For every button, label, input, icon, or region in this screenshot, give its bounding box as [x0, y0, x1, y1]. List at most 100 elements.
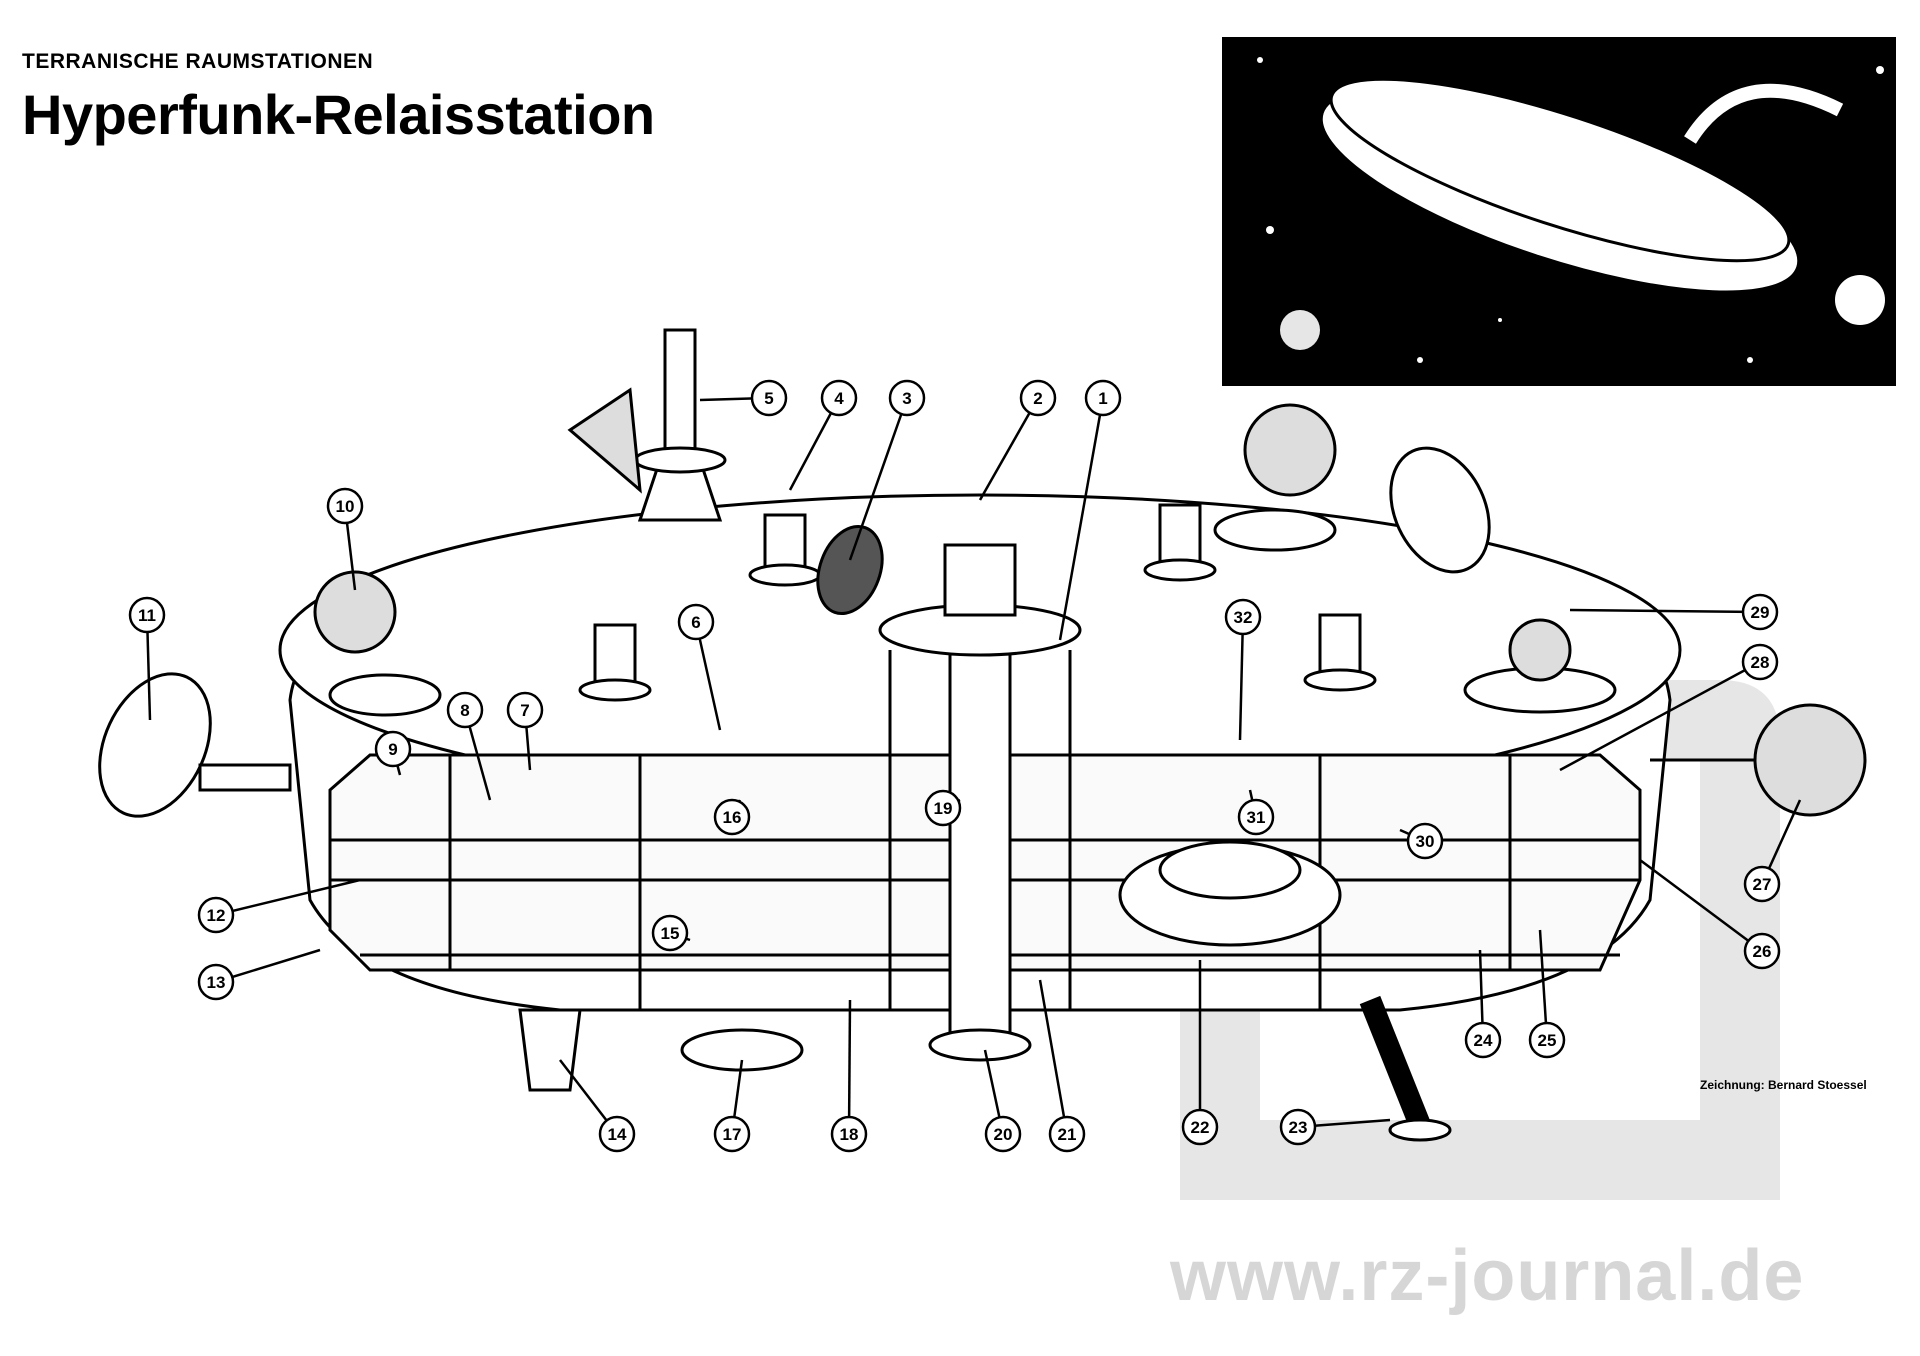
callout-number: 12 [207, 906, 226, 925]
callout-number: 20 [994, 1125, 1013, 1144]
callout-30: 30 [1399, 822, 1444, 860]
callout-26: 26 [1639, 858, 1781, 970]
callout-1: 1 [1058, 379, 1122, 641]
callout-23: 23 [1279, 1108, 1391, 1146]
callout-circle [374, 730, 412, 768]
callout-31: 31 [1237, 789, 1275, 836]
callout-number: 26 [1753, 942, 1772, 961]
callout-leader-line [848, 397, 909, 561]
callout-leader-line [215, 878, 361, 917]
callout-16: 16 [713, 798, 751, 836]
callout-number: 28 [1751, 653, 1770, 672]
callout-10: 10 [326, 487, 364, 591]
callout-28: 28 [1559, 643, 1779, 772]
callout-circle [1237, 798, 1275, 836]
callout-number: 3 [902, 389, 911, 408]
callout-circle [1743, 865, 1781, 903]
callout-6: 6 [677, 603, 722, 731]
page-title: Hyperfunk-Relaisstation [22, 83, 655, 146]
callout-leader-line [847, 999, 852, 1135]
callout-circle [1406, 822, 1444, 860]
callout-7: 7 [506, 691, 544, 771]
callout-21: 21 [1038, 979, 1086, 1153]
callout-leader-line [1538, 929, 1549, 1041]
callout-circle [651, 914, 689, 952]
callout-circle [1181, 1108, 1219, 1146]
callout-25: 25 [1528, 929, 1566, 1059]
callout-number: 2 [1033, 389, 1042, 408]
callout-circle [1741, 643, 1779, 681]
callout-27: 27 [1743, 799, 1802, 903]
inset-illustration [1222, 37, 1896, 386]
callout-circle [677, 603, 715, 641]
callout-12: 12 [197, 878, 361, 934]
callout-number: 13 [207, 973, 226, 992]
callout-leader-line [1559, 660, 1761, 772]
callout-number: 31 [1247, 808, 1266, 827]
callout-circle [1528, 1021, 1566, 1059]
callout-circle [1224, 598, 1262, 636]
callout-number: 21 [1058, 1125, 1077, 1144]
callout-number: 6 [691, 613, 700, 632]
callout-circle [750, 379, 788, 417]
callout-number: 14 [608, 1125, 627, 1144]
callout-number: 32 [1234, 608, 1253, 627]
callout-number: 7 [520, 701, 529, 720]
callout-number: 23 [1289, 1118, 1308, 1137]
callout-circle [1084, 379, 1122, 417]
callout-2: 2 [978, 379, 1057, 501]
callout-3: 3 [848, 379, 926, 561]
callout-circle [830, 1115, 868, 1153]
callout-number: 24 [1474, 1031, 1493, 1050]
callout-number: 16 [723, 808, 742, 827]
callout-circle [820, 379, 858, 417]
callout-number: 11 [138, 606, 156, 625]
callout-8: 8 [446, 691, 492, 801]
callout-18: 18 [830, 999, 868, 1153]
callout-number: 4 [834, 389, 844, 408]
callout-circle [984, 1115, 1022, 1153]
callout-4: 4 [788, 379, 858, 491]
callout-number: 15 [661, 924, 680, 943]
callout-number: 18 [840, 1125, 859, 1144]
callout-circle [713, 798, 751, 836]
callout-leader-line [978, 397, 1040, 501]
callout-circle [128, 596, 166, 634]
callout-13: 13 [197, 948, 321, 1001]
callout-circle [713, 1115, 751, 1153]
callout-circle [506, 691, 544, 729]
callout-number: 9 [388, 740, 397, 759]
callout-24: 24 [1464, 949, 1502, 1059]
callout-circle [924, 789, 962, 827]
callout-circle [1741, 593, 1779, 631]
callout-17: 17 [713, 1059, 751, 1153]
callout-circle [1279, 1108, 1317, 1146]
callout-32: 32 [1224, 598, 1262, 741]
callout-number: 25 [1538, 1031, 1557, 1050]
callout-15: 15 [651, 914, 691, 952]
callout-circle [888, 379, 926, 417]
callout-22: 22 [1181, 960, 1219, 1146]
callout-leader-line [694, 621, 722, 731]
callout-5: 5 [699, 379, 788, 417]
callout-29: 29 [1569, 593, 1779, 631]
callout-circle [1019, 379, 1057, 417]
callout-9: 9 [374, 730, 412, 776]
illustrator-credit: Zeichnung: Bernard Stoessel [1700, 1078, 1867, 1092]
callout-circle [1464, 1021, 1502, 1059]
callout-circle [598, 1115, 636, 1153]
callout-14: 14 [559, 1059, 636, 1153]
callout-circle [1743, 932, 1781, 970]
callout-number: 22 [1191, 1118, 1210, 1137]
callout-leader-line [1238, 616, 1245, 741]
callout-circle [1048, 1115, 1086, 1153]
callout-leader-line [1569, 608, 1761, 614]
callout-circle [197, 963, 235, 1001]
callout-circle [446, 691, 484, 729]
callout-19: 19 [924, 789, 962, 827]
station-body [98, 328, 1867, 1142]
callout-circle [197, 896, 235, 934]
callout-number: 27 [1753, 875, 1772, 894]
